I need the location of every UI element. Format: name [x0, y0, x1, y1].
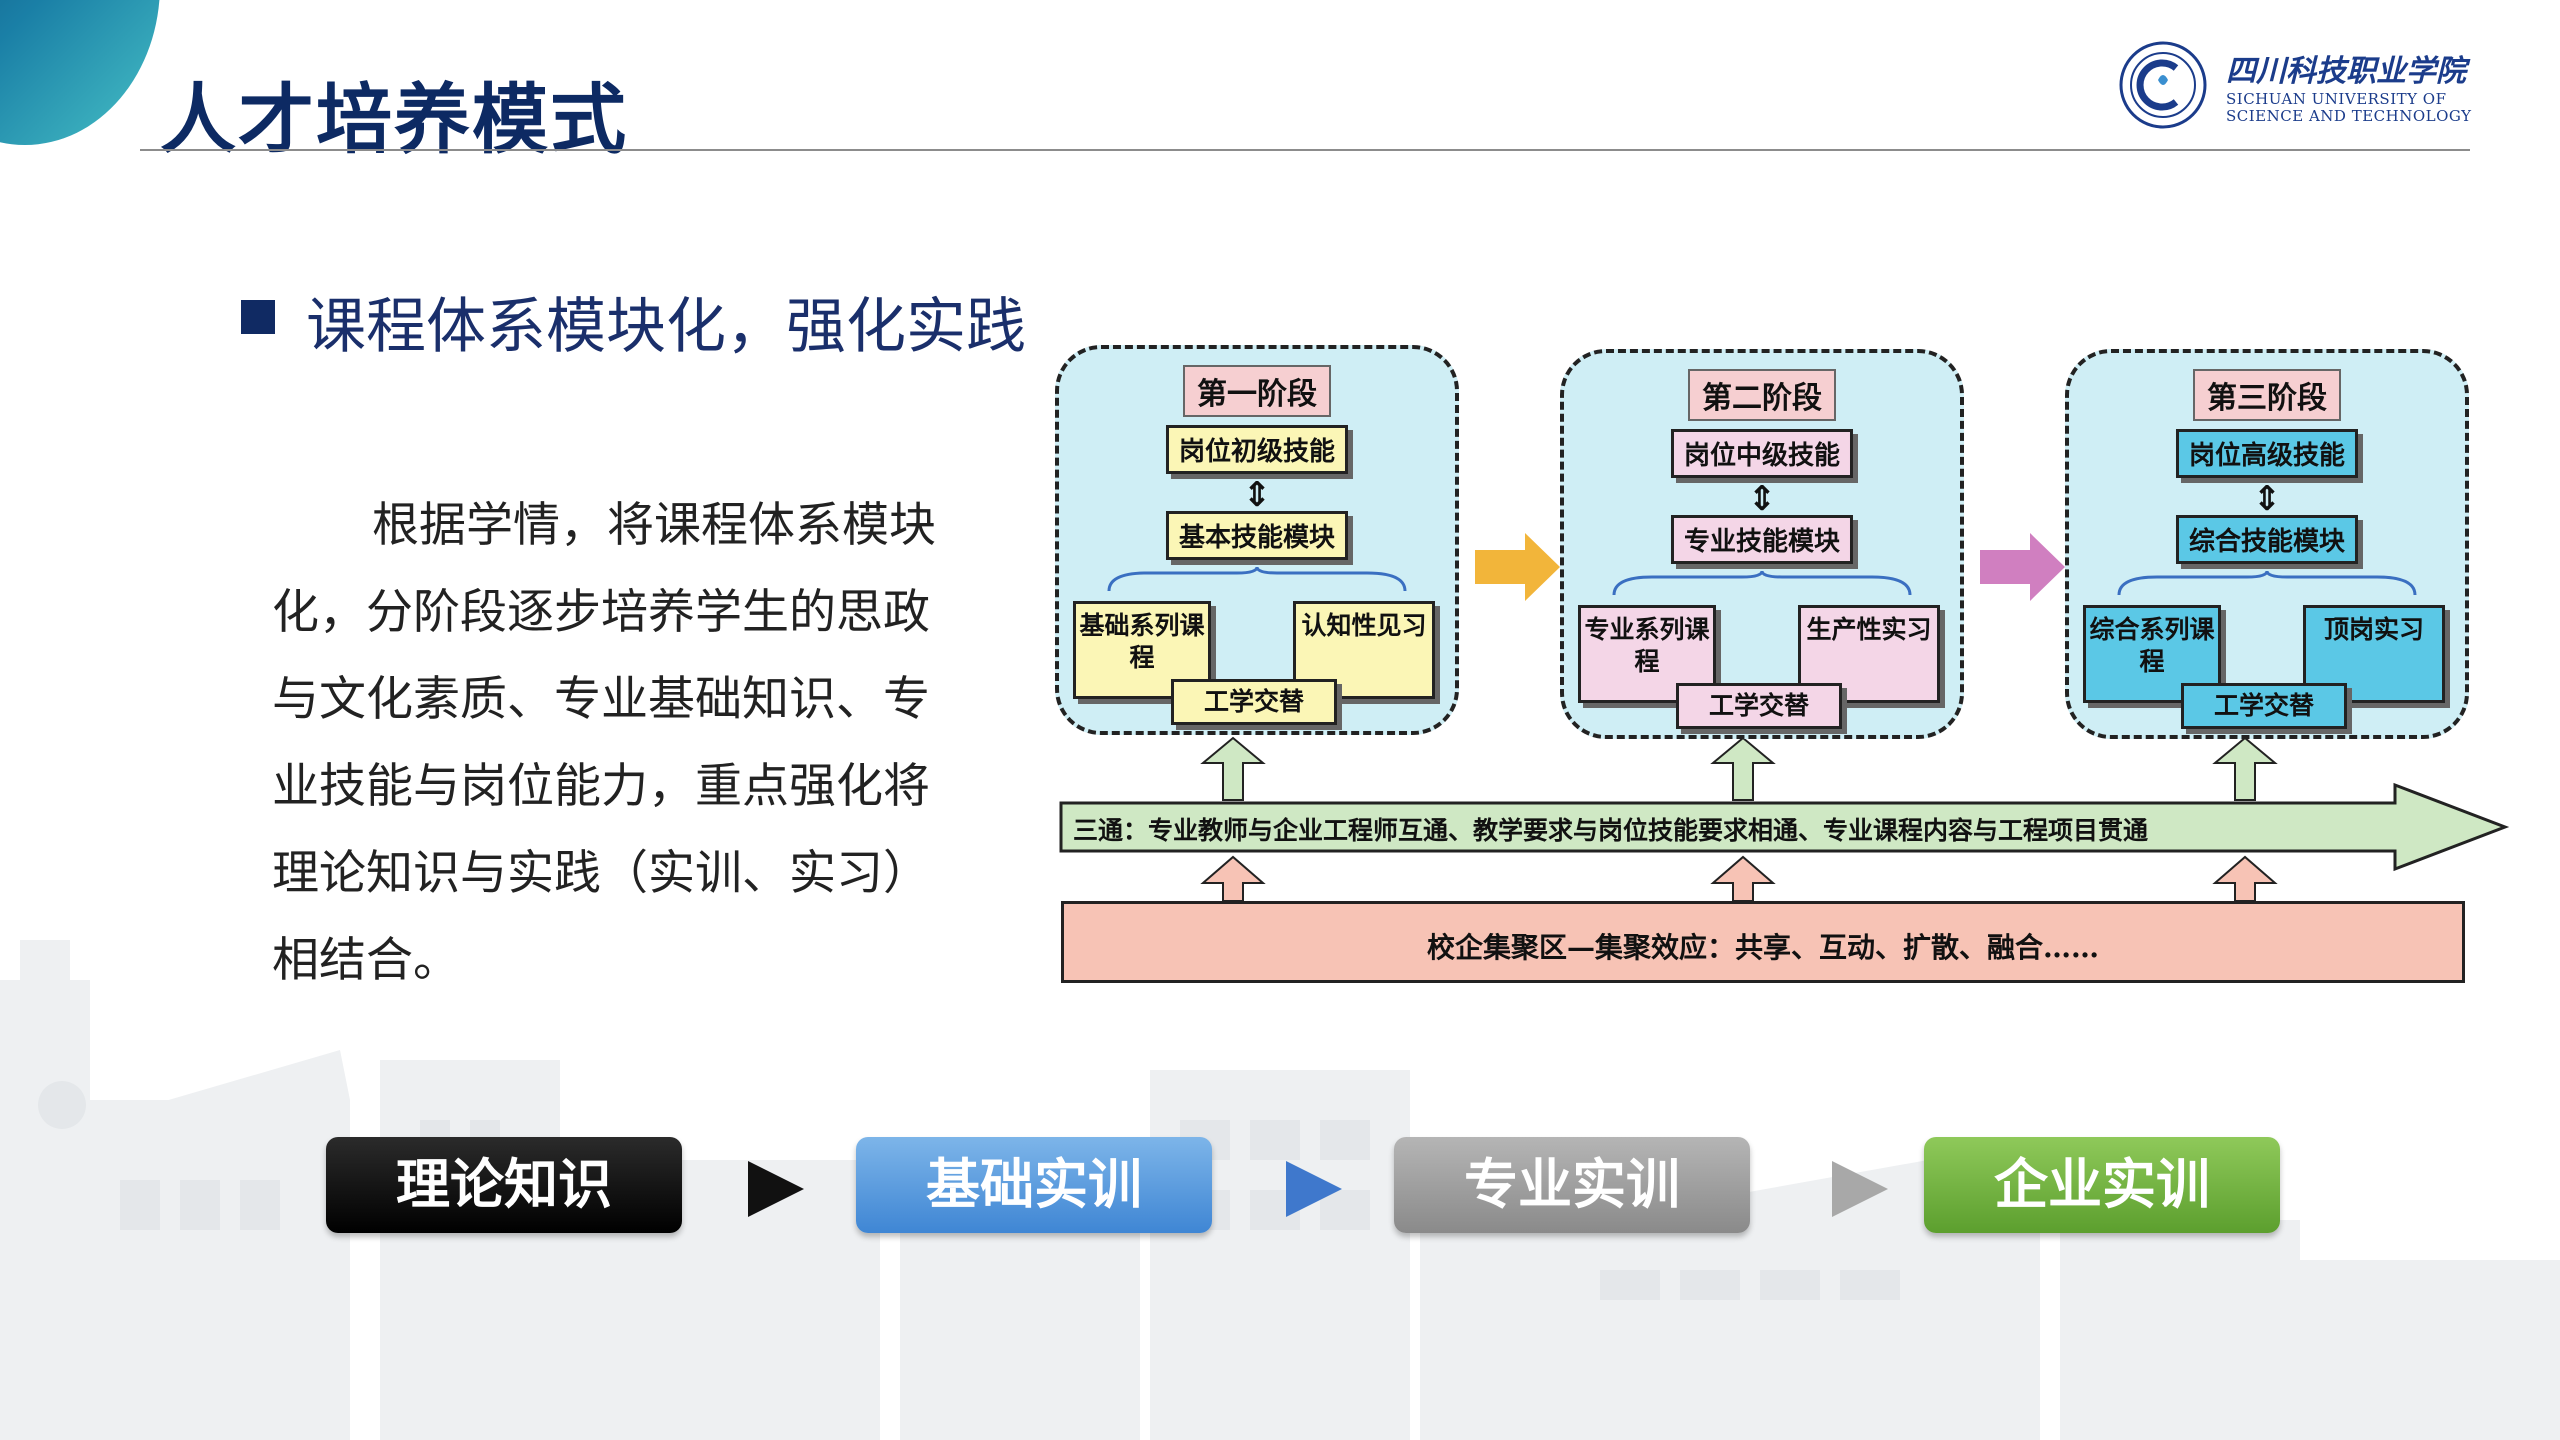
practice-box: 生产性实习: [1798, 605, 1940, 703]
brace-icon: [1107, 567, 1407, 592]
work-study-alternation-box: 工学交替: [1171, 679, 1337, 725]
skill-module-box: 专业技能模块: [1670, 515, 1854, 564]
brace-icon: [1612, 571, 1912, 596]
stage-1: 第一阶段 岗位初级技能 ⇕ 基本技能模块 基础系列课程 认知性见习 工学交替: [1055, 345, 1459, 735]
practice-box: 认知性见习: [1293, 601, 1435, 699]
stage-title: 第二阶段: [1688, 369, 1836, 421]
campus-skyline-background: [0, 940, 2560, 1440]
university-name-en-line1: SICHUAN UNIVERSITY OF: [2226, 90, 2447, 108]
industry-cluster-box: 校企集聚区—集聚效应：共享、互动、扩散、融合……: [1061, 901, 2465, 983]
skill-level-box: 岗位初级技能: [1165, 425, 1349, 474]
cluster-to-band-arrow-1: [1200, 855, 1266, 902]
brace-icon: [2117, 571, 2417, 596]
work-study-alternation-box: 工学交替: [1676, 683, 1842, 729]
double-arrow-icon: ⇕: [2252, 479, 2282, 519]
work-study-alternation-box: 工学交替: [2181, 683, 2347, 729]
university-name-en-line2: SCIENCE AND TECHNOLOGY: [2226, 107, 2472, 125]
stage-3: 第三阶段 岗位高级技能 ⇕ 综合技能模块 综合系列课程 顶岗实习 工学交替: [2065, 349, 2469, 739]
cluster-to-band-arrow-3: [2212, 855, 2278, 902]
band-to-stage-3-arrow: [2212, 736, 2278, 801]
flow-step-enterprise-training: 企业实训: [1924, 1137, 2280, 1233]
stage-1-to-2-arrow: [1475, 533, 1560, 601]
page-title: 人才培养模式: [160, 75, 628, 164]
double-arrow-icon: ⇕: [1242, 475, 1272, 515]
three-links-band-arrow: [1059, 782, 2510, 872]
stage-title: 第一阶段: [1183, 365, 1331, 417]
diagram-arrows: [1059, 533, 2510, 902]
band-to-stage-1-arrow: [1200, 736, 1266, 801]
cluster-to-band-arrow-2: [1710, 855, 1776, 902]
double-arrow-icon: ⇕: [1747, 479, 1777, 519]
university-name-cn: 四川科技职业学院: [2226, 54, 2466, 89]
course-box: 基础系列课程: [1073, 601, 1211, 699]
stage-2: 第二阶段 岗位中级技能 ⇕ 专业技能模块 专业系列课程 生产性实习 工学交替: [1560, 349, 1964, 739]
header-divider: [140, 149, 2470, 151]
industry-cluster-text: 校企集聚区—集聚效应：共享、互动、扩散、融合……: [1426, 931, 2099, 964]
flow-step-theory: 理论知识: [326, 1137, 682, 1233]
section-heading: 课程体系模块化，强化实践: [306, 292, 1026, 362]
skill-level-box: 岗位高级技能: [2175, 429, 2359, 478]
stage-title: 第三阶段: [2193, 369, 2341, 421]
bullet-square-icon: [241, 300, 275, 334]
flow-arrow-icon: [748, 1161, 804, 1217]
flow-arrow-icon: [1286, 1161, 1342, 1217]
flow-arrow-icon: [1832, 1161, 1888, 1217]
three-links-band-text: 三通：专业教师与企业工程师互通、教学要求与岗位技能要求相通、专业课程内容与工程项…: [1073, 816, 2149, 845]
corner-decoration-circle: [0, 0, 160, 145]
university-logo: 四川科技职业学院 SICHUAN UNIVERSITY OF SCIENCE A…: [2118, 38, 2478, 138]
flow-step-basic-training: 基础实训: [856, 1137, 1212, 1233]
skill-level-box: 岗位中级技能: [1670, 429, 1854, 478]
band-to-stage-2-arrow: [1710, 736, 1776, 801]
university-seal-icon: [2119, 41, 2207, 129]
skill-module-box: 综合技能模块: [2175, 515, 2359, 564]
flow-step-professional-training: 专业实训: [1394, 1137, 1750, 1233]
stage-2-to-3-arrow: [1980, 533, 2065, 601]
skill-module-box: 基本技能模块: [1165, 511, 1349, 560]
body-paragraph: 根据学情，将课程体系模块化，分阶段逐步培养学生的思政与文化素质、专业基础知识、专…: [272, 498, 936, 988]
curriculum-stage-diagram: 第一阶段 岗位初级技能 ⇕ 基本技能模块 基础系列课程 认知性见习 工学交替 第…: [1055, 345, 2515, 985]
